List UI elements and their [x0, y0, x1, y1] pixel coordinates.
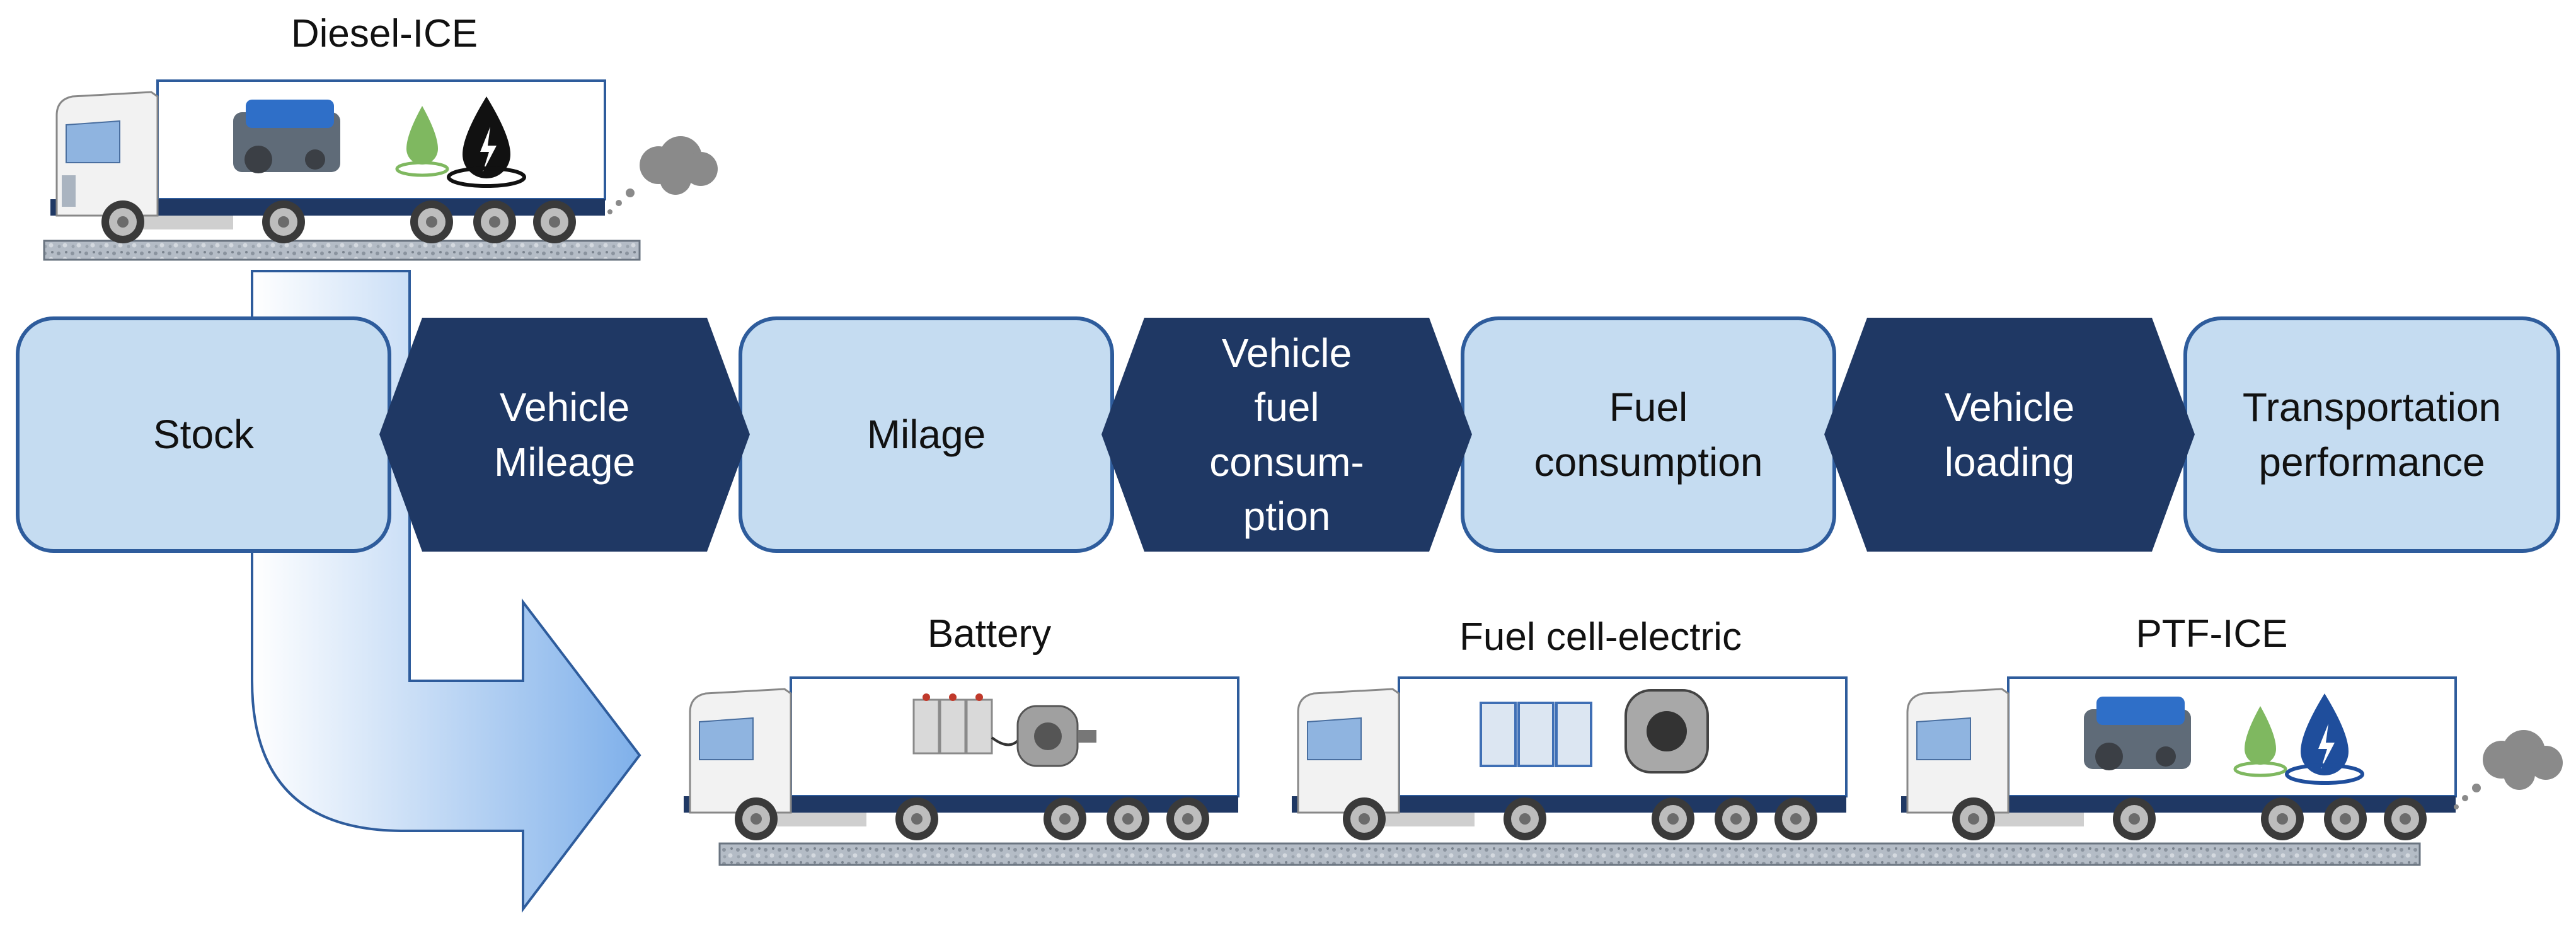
truck-fuel-cell-electric — [1292, 676, 1848, 840]
truck-battery — [684, 676, 1239, 840]
battery-pack-icon — [912, 693, 1019, 755]
bio-fuel-drop-icon — [395, 106, 449, 177]
exhaust-cloud-icon — [607, 136, 718, 214]
truck-diesel-ice — [50, 79, 606, 243]
top-road — [43, 240, 641, 261]
node-stock: Stock — [16, 316, 391, 553]
e-fuel-drop-icon — [2285, 693, 2364, 785]
label-ptf-ice: PTF-ICE — [2136, 612, 2288, 656]
hex-vehicle-fuel-consumption: Vehicle fuel consum- ption — [1100, 316, 1473, 553]
node-fuel-consumption-label: Fuel consumption — [1534, 385, 1763, 485]
node-stock-label: Stock — [152, 412, 255, 458]
hex-vehicle-mileage-label: Vehicle Mileage — [493, 385, 636, 485]
hex-vehicle-fuel-consumption-label: Vehicle fuel consum- ption — [1209, 330, 1364, 539]
hex-vehicle-mileage: Vehicle Mileage — [378, 316, 751, 553]
node-fuel-consumption: Fuel consumption — [1461, 316, 1836, 553]
bottom-road — [718, 842, 2421, 866]
engine-icon — [2084, 697, 2191, 770]
label-diesel-ice: Diesel-ICE — [290, 12, 478, 55]
node-milage-label: Milage — [866, 412, 986, 458]
bio-fuel-drop-icon — [2233, 706, 2287, 777]
hex-vehicle-loading: Vehicle loading — [1823, 316, 2196, 553]
electric-motor-icon — [1624, 689, 1709, 774]
electric-motor-icon — [1016, 705, 1096, 767]
truck-ptf-ice — [1901, 676, 2457, 840]
label-battery: Battery — [927, 612, 1052, 656]
hex-vehicle-loading-label: Vehicle loading — [1944, 385, 2075, 485]
node-milage: Milage — [739, 316, 1114, 553]
label-fuel-cell-electric: Fuel cell-electric — [1459, 615, 1742, 659]
e-fuel-drop-icon — [447, 96, 526, 188]
node-transportation-performance-label: Transportation performance — [2242, 385, 2502, 485]
node-transportation-performance: Transportation performance — [2183, 316, 2560, 553]
exhaust-cloud-icon — [2454, 730, 2563, 809]
engine-icon — [233, 100, 340, 173]
fuel-cell-stack-icon — [1480, 702, 1592, 767]
